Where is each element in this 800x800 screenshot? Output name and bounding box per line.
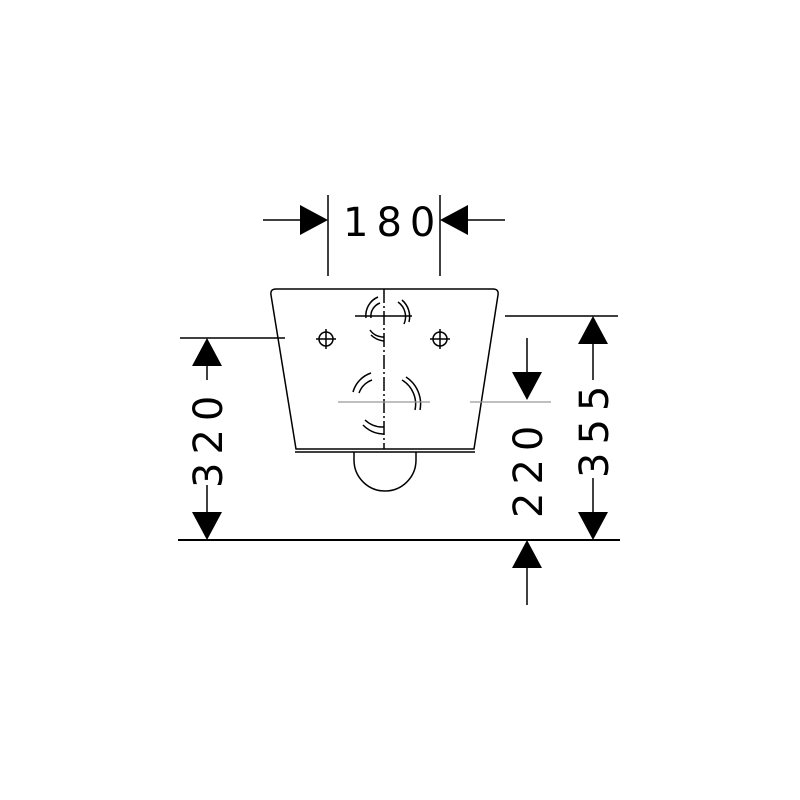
outlet-bowl (353, 452, 417, 492)
dimension-height-320: 320 (186, 388, 232, 488)
arrow-355-top (578, 316, 608, 344)
arrow-320-top (192, 338, 222, 366)
arrow-220-top (512, 372, 542, 400)
fixing-hole-right (430, 329, 450, 349)
dimension-height-355: 355 (572, 378, 618, 478)
arrow-220-bottom (512, 540, 542, 568)
arrow-180-left (300, 205, 328, 235)
dimension-width-180: 180 (343, 200, 443, 246)
fixing-hole-left (316, 329, 336, 349)
toilet-body-outline (270, 288, 499, 450)
rotation-arcs-upper (365, 296, 411, 342)
rotation-arcs-lower (352, 372, 422, 435)
arrow-320-bottom (192, 512, 222, 540)
arrow-355-bottom (578, 512, 608, 540)
arrow-180-right (440, 205, 468, 235)
dimension-height-220: 220 (506, 418, 552, 518)
